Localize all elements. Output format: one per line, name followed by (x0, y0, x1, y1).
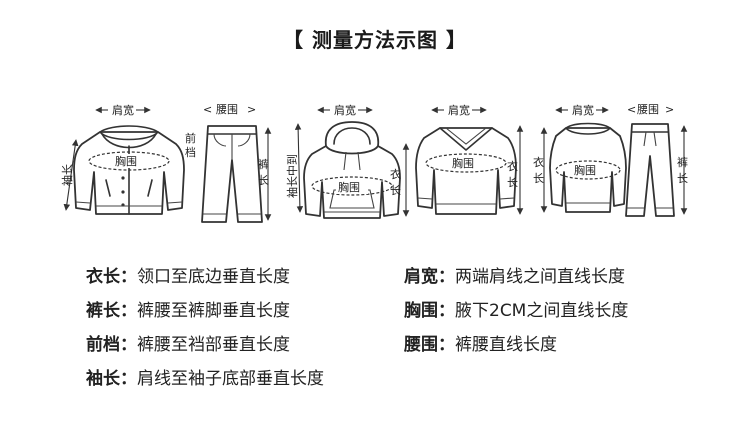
svg-text:长: 长 (390, 184, 401, 197)
set-pants-diagram: < 腰围 > 裤 长 (625, 103, 688, 217)
jacket-sleeve-label: 袖长 (60, 164, 74, 186)
pants-rise-label-bottom: 档 (185, 145, 196, 159)
sweater-shoulder-label: 肩宽 (448, 103, 470, 117)
pants-waist-label: 腰围 (216, 103, 238, 116)
set-top-diagram: 肩宽 胸围 衣 长 (533, 103, 627, 213)
set-top-shoulder-label: 肩宽 (572, 103, 594, 117)
sweater-outline (415, 127, 517, 215)
set-pants-outline (625, 123, 675, 217)
svg-text:裤: 裤 (258, 157, 269, 171)
set-pants-waist-label: 腰围 (637, 103, 659, 116)
svg-text:长: 长 (533, 172, 544, 185)
svg-text:<: < (203, 103, 212, 116)
hoodie-chest-label: 胸围 (338, 180, 360, 194)
definition-row: 腰围：裤腰直线长度 (404, 335, 557, 355)
svg-text:>: > (247, 103, 256, 116)
definition-row: 裤长：裤腰至裤脚垂直长度 (86, 301, 290, 321)
jacket-shoulder-label: 肩宽 (112, 103, 134, 117)
jacket-chest-label: 胸围 (115, 154, 137, 168)
sweater-diagram: 肩宽 胸围 衣 长 (415, 103, 524, 215)
jacket-diagram: 肩宽 胸围 袖长 (60, 103, 185, 215)
definition-row: 肩宽：两端肩线之间直线长度 (404, 267, 625, 287)
svg-text:衣: 衣 (390, 167, 401, 181)
definition-row: 前档：裤腰至裆部垂直长度 (86, 335, 290, 355)
hoodie-sleeve-label: 袖长中到 (285, 154, 299, 198)
definition-row: 胸围：腋下2CM之间直线长度 (404, 301, 629, 321)
pants-diagram: < 腰围 > 前 档 裤 长 (185, 103, 272, 223)
svg-text:>: > (665, 103, 674, 116)
svg-text:衣: 衣 (533, 155, 544, 169)
sweater-chest-label: 胸围 (452, 156, 474, 170)
pants-rise-label-top: 前 (185, 131, 196, 145)
hoodie-diagram: 肩宽 胸围 袖长中到 衣 长 (285, 103, 410, 219)
svg-text:长: 长 (258, 174, 269, 187)
svg-text:长: 长 (507, 176, 518, 189)
pants-outline (201, 125, 263, 223)
definition-row: 袖长：肩线至袖子底部垂直长度 (86, 369, 324, 389)
garment-diagrams: 肩宽 胸围 袖长 < 腰围 > 前 档 裤 长 (60, 103, 688, 223)
svg-text:长: 长 (677, 172, 688, 185)
set-top-chest-label: 胸围 (574, 163, 596, 177)
definition-row: 衣长：领口至底边垂直长度 (86, 267, 290, 287)
page-title: 【 测量方法示图 】 (283, 28, 467, 52)
hoodie-shoulder-label: 肩宽 (334, 103, 356, 117)
svg-text:<: < (627, 103, 636, 116)
svg-text:衣: 衣 (507, 159, 518, 173)
svg-text:裤: 裤 (677, 155, 688, 169)
